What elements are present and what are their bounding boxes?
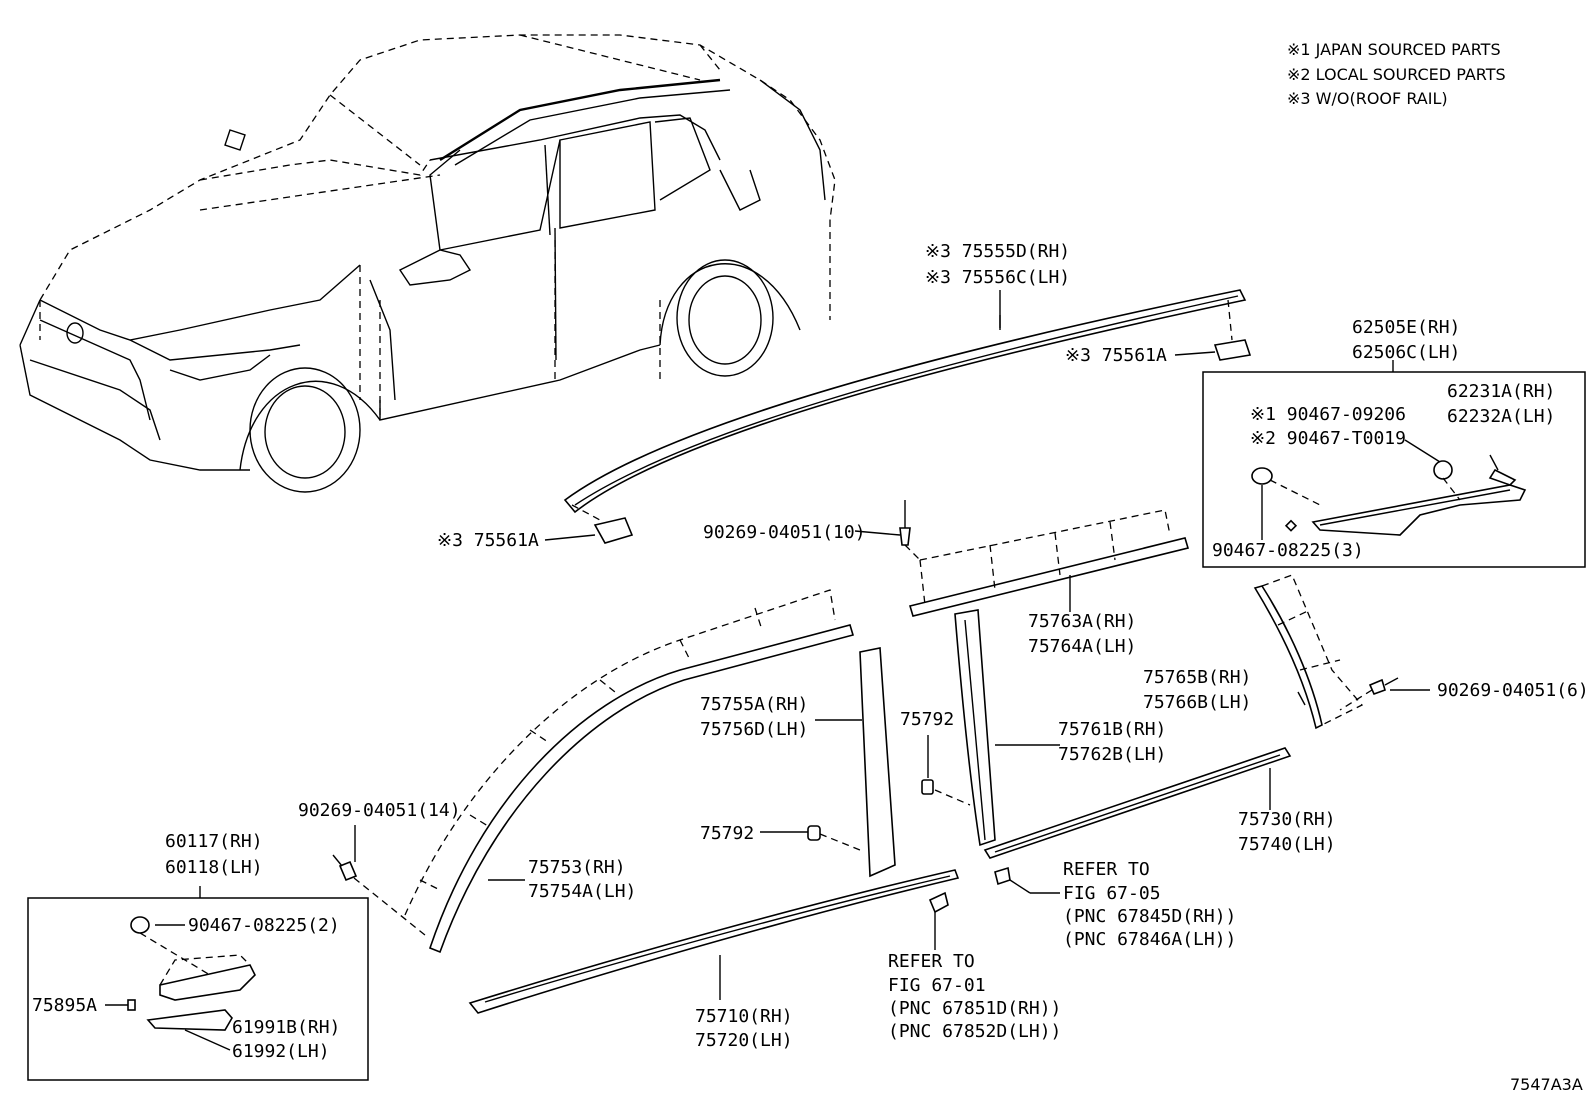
- c-pillar: [1253, 574, 1430, 730]
- refer-rear-line-4: (PNC 67846A(LH)): [1063, 929, 1236, 950]
- label-clip-rear-box: 90467-08225(3): [1212, 540, 1364, 561]
- label-ornament-lh: 60118(LH): [165, 857, 263, 878]
- label-clip-japan: ※1 90467-09206: [1250, 404, 1406, 425]
- refer-front-line-4: (PNC 67852D(LH)): [888, 1021, 1061, 1042]
- label-pillar-front-lh: 75756D(LH): [700, 719, 808, 740]
- refer-front-line-3: (PNC 67851D(RH)): [888, 998, 1061, 1019]
- center-pillar: [921, 609, 1060, 847]
- refer-rear: REFER TO FIG 67-05 (PNC 67845D(RH)) (PNC…: [1063, 859, 1236, 950]
- label-garnish-rh: 62505E(RH): [1352, 317, 1460, 338]
- note-local: ※2 LOCAL SOURCED PARTS: [1287, 65, 1506, 84]
- label-pad-b: 75792: [700, 823, 754, 844]
- front-ornament-group: [27, 886, 369, 1081]
- note-japan: ※1 JAPAN SOURCED PARTS: [1287, 40, 1501, 59]
- label-rear-belt-rh: 75730(RH): [1238, 809, 1336, 830]
- label-pillar-b-rh: 75761B(RH): [1058, 719, 1166, 740]
- refer-rear-line-3: (PNC 67845D(RH)): [1063, 906, 1236, 927]
- label-roof-moulding-rh: ※3 75555D(RH): [925, 241, 1070, 262]
- label-screw-top: 90269-04051(10): [703, 522, 866, 543]
- refer-rear-line-2: FIG 67-05: [1063, 883, 1161, 904]
- label-pillar-c-lh: 75766B(LH): [1143, 692, 1251, 713]
- label-roof-clip-front: ※3 75561A: [437, 530, 539, 551]
- label-emblem-rh: 61991B(RH): [232, 1017, 340, 1038]
- label-pad-c: 75895A: [32, 995, 97, 1016]
- label-pillar-front-rh: 75755A(RH): [700, 694, 808, 715]
- note-roof-rail: ※3 W/O(ROOF RAIL): [1287, 89, 1448, 108]
- label-pillar-c-rh: 75765B(RH): [1143, 667, 1251, 688]
- label-front-frame-rh: 75753(RH): [528, 857, 626, 878]
- label-front-belt-lh: 75720(LH): [695, 1030, 793, 1051]
- label-panel-lh: 62232A(LH): [1447, 406, 1555, 427]
- label-screw-left: 90269-04051(14): [298, 800, 461, 821]
- upper-rear-frame: [854, 500, 1190, 617]
- rear-belt-moulding: [983, 747, 1292, 894]
- figure-id: 7547A3A: [1510, 1075, 1583, 1094]
- refer-front: REFER TO FIG 67-01 (PNC 67851D(RH)) (PNC…: [888, 951, 1061, 1042]
- front-pillar: [760, 647, 896, 878]
- label-pad-a: 75792: [900, 709, 954, 730]
- label-screw-right: 90269-04051(6): [1437, 680, 1589, 701]
- label-upper-rh: 75763A(RH): [1028, 611, 1136, 632]
- label-garnish-lh: 62506C(LH): [1352, 342, 1460, 363]
- source-notes: ※1 JAPAN SOURCED PARTS ※2 LOCAL SOURCED …: [1287, 40, 1506, 108]
- label-emblem-lh: 61992(LH): [232, 1041, 330, 1062]
- rear-garnish-group: [1202, 360, 1586, 568]
- refer-front-line-1: REFER TO: [888, 951, 975, 972]
- refer-rear-line-1: REFER TO: [1063, 859, 1150, 880]
- label-clip-front-box: 90467-08225(2): [188, 915, 340, 936]
- front-door-frame: [332, 589, 855, 954]
- roof-moulding: [544, 289, 1252, 544]
- front-belt-moulding: [468, 869, 960, 1014]
- label-ornament-rh: 60117(RH): [165, 831, 263, 852]
- label-front-belt-rh: 75710(RH): [695, 1006, 793, 1027]
- label-roof-moulding-lh: ※3 75556C(LH): [925, 267, 1070, 288]
- label-rear-belt-lh: 75740(LH): [1238, 834, 1336, 855]
- vehicle-outline: [19, 34, 836, 493]
- refer-front-line-2: FIG 67-01: [888, 975, 986, 996]
- label-upper-lh: 75764A(LH): [1028, 636, 1136, 657]
- label-clip-local: ※2 90467-T0019: [1250, 428, 1406, 449]
- label-roof-clip-rear: ※3 75561A: [1065, 345, 1167, 366]
- label-panel-rh: 62231A(RH): [1447, 381, 1555, 402]
- label-pillar-b-lh: 75762B(LH): [1058, 744, 1166, 765]
- label-front-frame-lh: 75754A(LH): [528, 881, 636, 902]
